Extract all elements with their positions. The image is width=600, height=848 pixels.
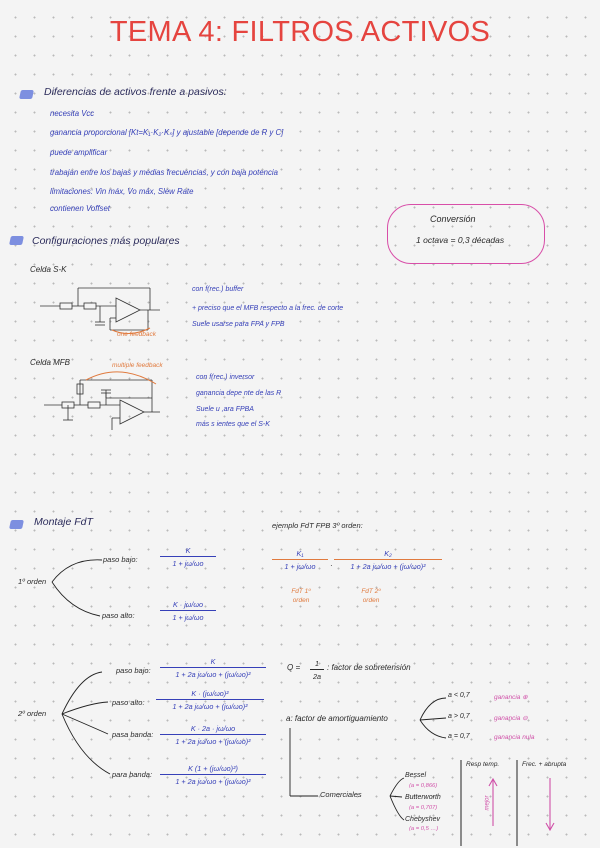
sk-circuit [40, 287, 160, 331]
a-case-cond: a = 0,7 [448, 733, 470, 740]
low-pass-label: paso bajo: [103, 555, 138, 564]
sk-note: con f(rec.) buffer [192, 286, 244, 293]
numerator: K (1 + (jω/ωo)²) [188, 764, 238, 773]
mfb-note: Suele u ,ara FPBA [196, 406, 254, 413]
so-high-pass-formula: K · (jω/ωo)² 1 + 2a jω/ωo + (jω/ωo)² [156, 689, 264, 711]
multiply-sign: · [330, 561, 333, 570]
filter-name: Bessel [405, 772, 427, 779]
conversion-title: Conversión [430, 214, 476, 224]
bullet-icon [9, 520, 24, 529]
arrow-label: mejor [484, 795, 491, 811]
a-case-result: ganancia ⊖ [494, 715, 528, 722]
filter-a-value: (a = 0,707) [409, 805, 438, 811]
second-order-branches [61, 671, 111, 775]
filter-name: Chebyshev [405, 816, 441, 823]
s1-line: ganancia proporcional [Kt=K₁·K₂·Kₙ] y aj… [50, 128, 284, 137]
conversion-box [387, 204, 545, 264]
mfb-note: más s ientes que el S-K [196, 421, 270, 428]
so-band-pass-formula: K · 2a · jω/ωo 1 + 2a jω/ωo + (jω/ωo)² [160, 724, 266, 746]
col-resp-temp: Resp temp. [466, 761, 500, 768]
s2-heading: Configuraciones más populares [32, 235, 180, 247]
s1-line: necesita Vcc [50, 109, 95, 118]
s1-line: trabajan entre los bajas y medias frecue… [50, 168, 278, 177]
a-case-cond: a < 0,7 [448, 692, 470, 699]
a-case-result: ganancia ⊕ [494, 694, 528, 701]
numerator: K · 2a · jω/ωo [190, 724, 236, 733]
denominator: 1 + 2a jω/ωo + (jω/ωo)² [160, 774, 266, 786]
a-case-cond: a > 0,7 [448, 713, 470, 720]
filter-a-value: (a = 0,5 …) [409, 826, 439, 832]
so-band-pass-label: pasa banda: [112, 730, 154, 739]
numerator: K · (jω/ωo)² [191, 689, 229, 698]
mfb-feedback-label: multiple feedback [112, 362, 163, 369]
s1-line: contienen Voffset [50, 204, 110, 213]
commercial-label: Comerciales [320, 790, 362, 799]
s3-heading: Montaje FdT [34, 516, 93, 528]
so-band-stop-formula: K (1 + (jω/ωo)²) 1 + 2a jω/ωo + (jω/ωo)² [160, 764, 266, 786]
conversion-text: 1 octava = 0,3 décadas [416, 235, 505, 245]
commercial-table [460, 760, 518, 846]
sk-label: Celda S-K [30, 265, 67, 274]
mfb-note: ganancia depe nte de las R [196, 390, 282, 397]
bullet-icon [19, 90, 34, 99]
second-order-label: 2º orden [18, 709, 47, 718]
sk-feedback-mark [111, 327, 151, 334]
so-high-pass-label: paso alto: [112, 698, 145, 707]
s1-line: puede amplificar [50, 148, 108, 157]
example-first-order-factor: K₁ 1 + jω/ωo [272, 549, 328, 571]
high-pass-formula: K · jω/ωo 1 + jω/ωo [160, 600, 216, 622]
numerator: K · jω/ωo [173, 600, 203, 609]
example-note-2: FdT 2º orden [361, 588, 381, 604]
bullet-icon [9, 236, 24, 245]
numerator: K [185, 546, 191, 555]
q-formula: 1 2a [310, 659, 324, 681]
s1-line: limitaciones: Vin máx, Vo máx, Slew Rate [50, 187, 194, 196]
mfb-feedback-mark [85, 371, 157, 385]
page-title: TEMA 4: FILTROS ACTIVOS [109, 16, 491, 48]
table-arrows [488, 777, 555, 832]
example-note-1: FdT 1º orden [291, 588, 311, 604]
so-low-pass-label: paso bajo: [116, 666, 151, 675]
sk-feedback-label: one feedback [117, 331, 157, 338]
so-band-stop-label: para banda: [112, 770, 153, 779]
a-description: a: factor de amortiguamiento [286, 714, 388, 723]
filter-a-value: (a = 0,866) [409, 783, 438, 789]
q-description: : factor de sobretensión [327, 663, 411, 672]
sk-note: + preciso que el MFB respecto a la frec.… [192, 305, 344, 312]
so-low-pass-formula: K 1 + 2a jω/ωo + (jω/ωo)² [160, 657, 266, 679]
q-lhs: Q = [287, 663, 301, 672]
a-cases-arrows [289, 697, 447, 821]
denominator: 1 + 2a jω/ωo + (jω/ωo)² [156, 699, 264, 711]
denominator: 1 + 2a jω/ωo + (jω/ωo)² [334, 559, 442, 571]
numerator: 1 [315, 659, 319, 668]
numerator: K [210, 657, 216, 666]
s1-heading: Diferencias de activos frente a pasivos: [44, 86, 227, 98]
mfb-label: Celda MFB [30, 358, 71, 367]
numerator: K₂ [384, 549, 392, 558]
numerator: K₁ [296, 549, 304, 558]
low-pass-formula: K 1 + jω/ωo [160, 546, 216, 568]
denominator: 1 + 2a jω/ωo + (jω/ωo)² [160, 734, 266, 746]
example-second-order-factor: K₂ 1 + 2a jω/ωo + (jω/ωo)² [334, 549, 442, 571]
example-title: ejemplo FdT FPB 3º orden: [272, 521, 363, 530]
first-order-branches [51, 559, 103, 617]
first-order-label: 1º orden [18, 577, 47, 586]
denominator: 1 + jω/ωo [160, 556, 216, 568]
denominator: 2a [310, 669, 324, 681]
filter-name: Butterworth [405, 794, 441, 801]
denominator: 1 + jω/ωo [160, 610, 216, 622]
mfb-circuit [44, 379, 160, 430]
high-pass-label: paso alto: [102, 611, 135, 620]
denominator: 1 + jω/ωo [272, 559, 328, 571]
col-frec-abrupta: Frec. + abrupta [522, 761, 567, 768]
mfb-note: con f(rec.) inversor [196, 374, 255, 381]
a-case-result: ganancia nula [494, 734, 535, 741]
sk-note: Suele usarse para FPA y FPB [192, 321, 285, 328]
denominator: 1 + 2a jω/ωo + (jω/ωo)² [160, 667, 266, 679]
